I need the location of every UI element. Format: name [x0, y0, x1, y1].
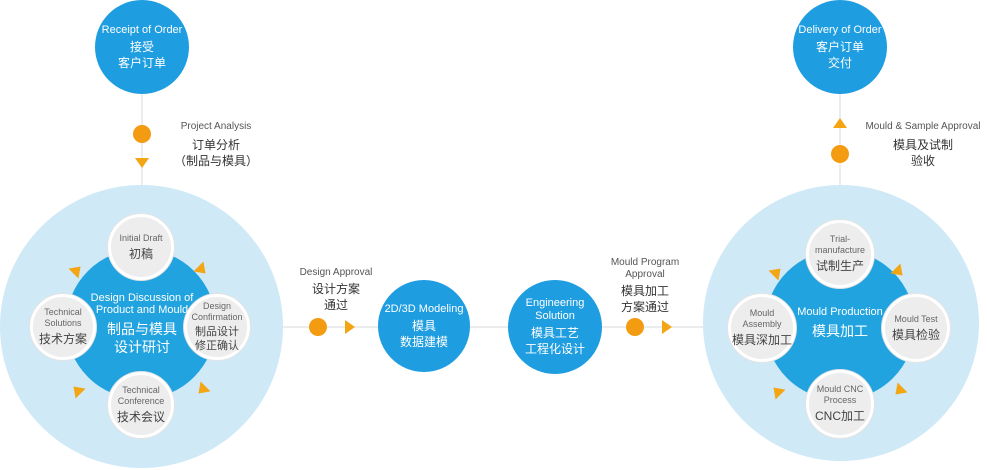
- sat-en: Mould Test: [894, 313, 938, 324]
- sat-en: Technical Solutions: [44, 307, 82, 328]
- satellite-technical-solutions: Technical Solutions 技术方案: [30, 294, 96, 360]
- step3-en: Mould Program Approval: [610, 257, 680, 280]
- step2-arrow-icon: [345, 320, 355, 334]
- sat-cn: 制品设计 修正确认: [195, 326, 239, 352]
- step4-arrow-icon: [833, 118, 847, 128]
- production-group-title-en: Mould Production: [797, 306, 883, 318]
- start-node-receipt-of-order: Receipt of Order 接受 客户订单: [95, 0, 189, 94]
- modeling-en: 2D/3D Modeling: [384, 302, 464, 315]
- satellite-mould-assembly: Mould Assembly 模具深加工: [728, 294, 796, 362]
- step4-cn: 模具及试制 验收: [892, 138, 953, 168]
- sat-en: Mould CNC Process: [816, 384, 864, 405]
- step2-dot: [309, 318, 327, 336]
- sat-en: Technical Conference: [117, 385, 165, 406]
- production-group-title: Mould Production 模具加工: [782, 306, 898, 340]
- step3-cn: 模具加工 方案通过: [620, 284, 669, 314]
- step1-arrow-icon: [135, 158, 149, 168]
- sat-cn: 试制生产: [815, 259, 864, 273]
- design-group-title: Design Discussion of Product and Mould 制…: [86, 292, 198, 356]
- step3-arrow-icon: [662, 320, 672, 334]
- sat-cn: 初稿: [128, 246, 153, 261]
- satellite-technical-conference: Technical Conference 技术会议: [108, 372, 174, 438]
- production-group-title-cn: 模具加工: [812, 323, 868, 339]
- step1-en: Project Analysis: [180, 121, 252, 132]
- sat-cn: 模具检验: [891, 327, 940, 342]
- modeling-cn: 模具 数据建模: [399, 318, 448, 349]
- end-cn: 客户订单 交付: [815, 39, 864, 70]
- sat-en: Mould Assembly: [742, 308, 782, 329]
- end-node-delivery-of-order: Delivery of Order 客户订单 交付: [793, 0, 887, 94]
- sat-cn: 模具深加工: [731, 333, 792, 347]
- step2-en: Design Approval: [299, 267, 373, 278]
- satellite-design-confirmation: Design Confirmation 制品设计 修正确认: [184, 294, 250, 360]
- sat-cn: CNC加工: [815, 409, 865, 423]
- node-engineering-solution: Engineering Solution 模具工艺 工程化设计: [508, 280, 602, 374]
- satellite-trial-manufacture: Trial-manufacture 试制生产: [806, 220, 874, 288]
- engineering-cn: 模具工艺 工程化设计: [524, 326, 585, 356]
- step3-label: Mould Program Approval 模具加工 方案通过: [598, 257, 692, 315]
- step1-label: Project Analysis 订单分析 （制品与模具）: [166, 121, 266, 169]
- sat-en: Initial Draft: [119, 232, 163, 243]
- step4-label: Mould & Sample Approval 模具及试制 验收: [858, 121, 987, 169]
- design-group-title-en: Design Discussion of Product and Mould: [90, 292, 194, 316]
- sat-cn: 技术方案: [38, 332, 87, 346]
- step4-en: Mould & Sample Approval: [865, 121, 981, 132]
- design-group-title-cn: 制品与模具 设计研讨: [107, 321, 177, 355]
- step2-label: Design Approval 设计方案 通过: [290, 267, 382, 313]
- step3-dot: [626, 318, 644, 336]
- satellite-initial-draft: Initial Draft 初稿: [108, 214, 174, 280]
- step1-dot: [133, 125, 151, 143]
- start-cn: 接受 客户订单: [117, 39, 166, 70]
- satellite-mould-test: Mould Test 模具检验: [882, 294, 950, 362]
- engineering-en: Engineering Solution: [525, 297, 585, 322]
- satellite-mould-cnc-process: Mould CNC Process CNC加工: [806, 370, 874, 438]
- node-modeling: 2D/3D Modeling 模具 数据建模: [378, 280, 470, 372]
- step1-cn: 订单分析 （制品与模具）: [173, 138, 258, 168]
- sat-cn: 技术会议: [116, 410, 165, 424]
- sat-en: Design Confirmation: [191, 301, 243, 322]
- step2-cn: 设计方案 通过: [311, 282, 360, 312]
- sat-en: Trial-manufacture: [814, 234, 866, 255]
- step4-dot: [831, 145, 849, 163]
- start-en: Receipt of Order: [101, 23, 183, 36]
- end-en: Delivery of Order: [798, 23, 882, 36]
